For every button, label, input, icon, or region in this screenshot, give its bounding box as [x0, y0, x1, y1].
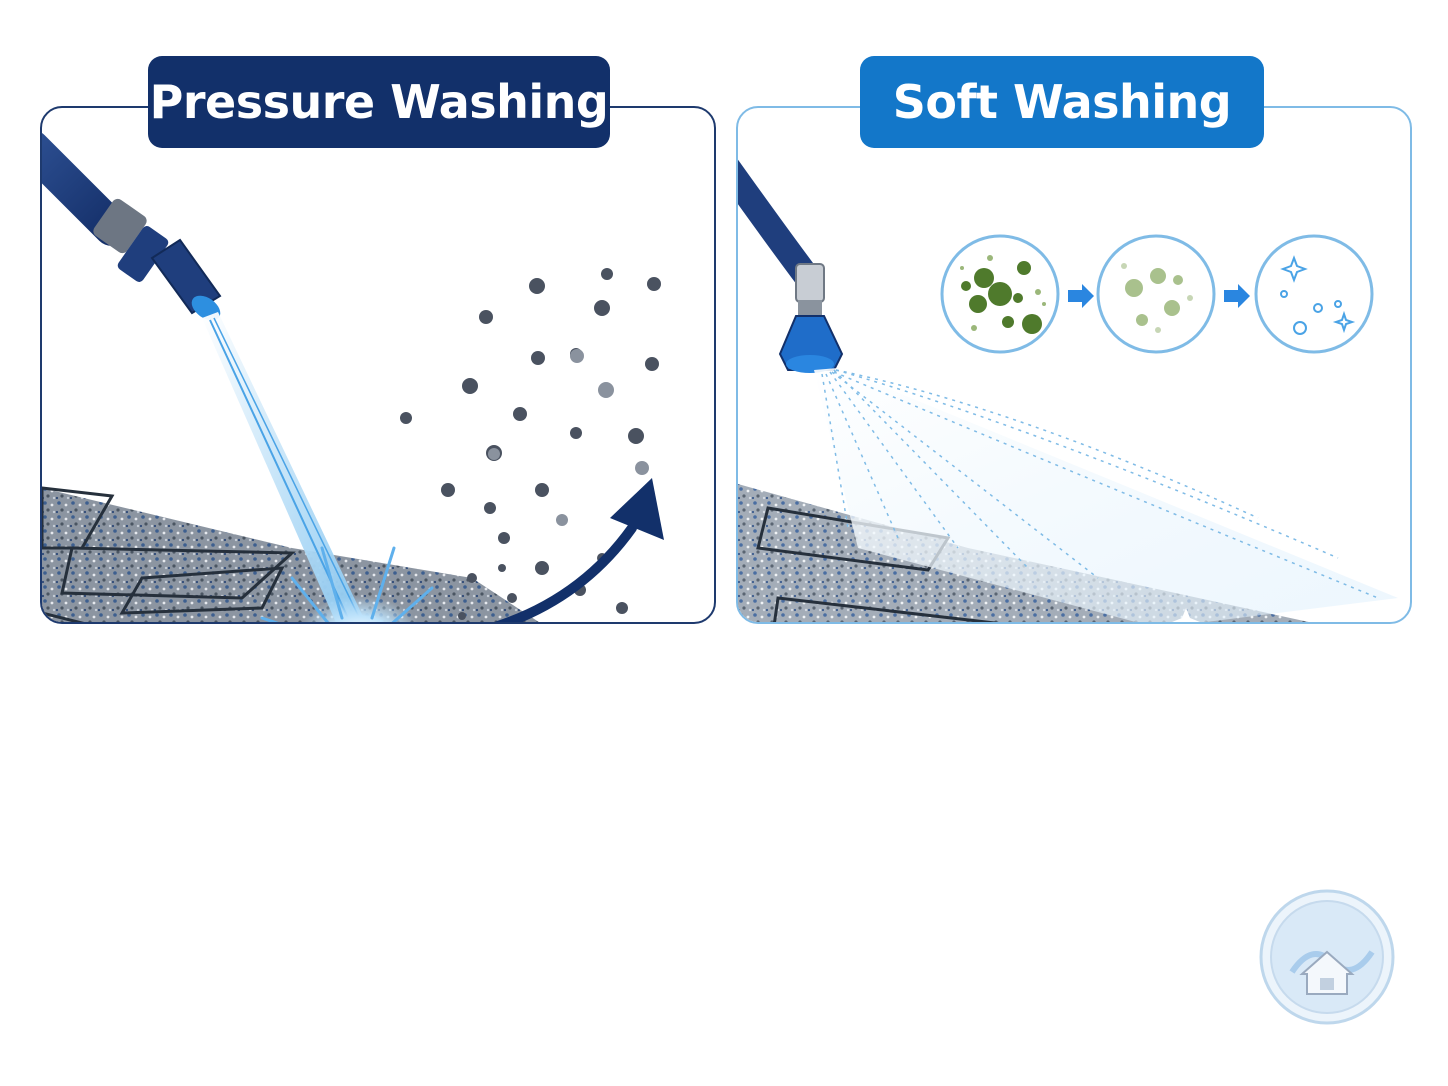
soft-washing-illustration: [738, 159, 1398, 622]
clean-icon: [1254, 234, 1374, 354]
soft-spray: [814, 368, 1398, 622]
soft-washing-panel: [736, 106, 1412, 624]
soft-wash-nozzle: [738, 159, 844, 373]
debris-particles-light: [488, 349, 649, 526]
soft-washing-title: Soft Washing: [860, 56, 1264, 148]
water-jet: [202, 312, 434, 622]
algae-icon: [940, 234, 1060, 354]
arrow-icon: [495, 478, 664, 622]
step-arrow-icon: [1224, 284, 1250, 308]
pressure-washing-panel: [40, 106, 716, 624]
house-logo-icon: [1259, 889, 1395, 1025]
pressure-nozzle: [42, 133, 222, 321]
sparkle-icon: [1172, 608, 1200, 622]
fading-algae-icon: [1096, 234, 1216, 354]
pressure-washing-illustration: [42, 133, 664, 622]
shingle-roof: [42, 486, 539, 622]
debris-particles: [400, 268, 661, 620]
pressure-washing-title: Pressure Washing: [148, 56, 610, 148]
step-arrow-icon: [1068, 284, 1094, 308]
process-sequence: [940, 234, 1374, 354]
